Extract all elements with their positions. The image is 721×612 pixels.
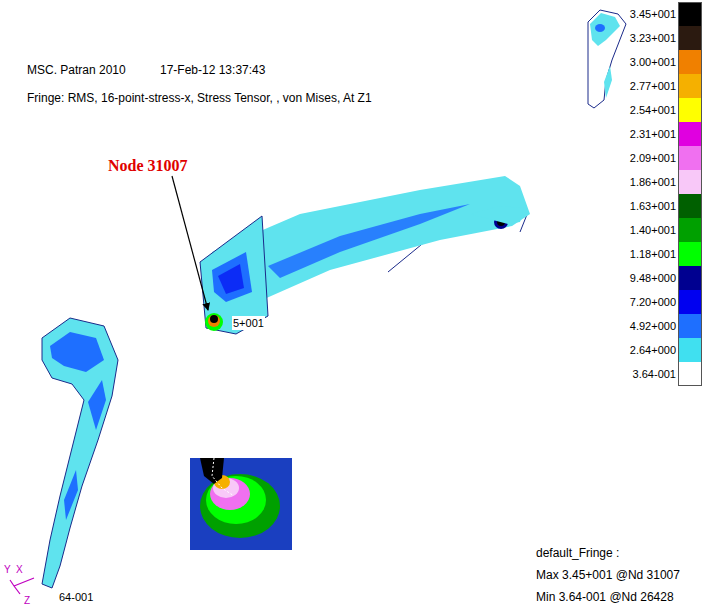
small-part-shape [595, 24, 605, 32]
legend-swatch [678, 314, 702, 338]
legend-swatch [678, 218, 702, 242]
legend-swatch [678, 2, 702, 26]
zoom-inset-shape [212, 458, 234, 496]
lower-part-shape [50, 332, 104, 372]
lower-part-shape [64, 470, 78, 520]
legend-row: 2.09+001 [628, 146, 702, 170]
small-part-shape [588, 10, 626, 108]
value-tag: 64-001 [58, 590, 94, 604]
legend-swatch [678, 122, 702, 146]
axis-triad-shape [14, 586, 20, 594]
zoom-inset-shape [200, 458, 224, 484]
legend-value: 3.23+001 [628, 32, 678, 44]
left-bracket-shape [218, 264, 244, 294]
axis-triad-shape [10, 580, 14, 586]
legend-value: 1.18+001 [628, 248, 678, 260]
legend-value: 4.92+000 [628, 320, 678, 332]
legend-swatch [678, 50, 702, 74]
legend-swatch [678, 362, 702, 386]
legend-row: 3.00+001 [628, 50, 702, 74]
node-callout: Node 31007 [108, 156, 188, 175]
lower-part-shape [88, 380, 106, 430]
left-bracket-shape [212, 252, 252, 302]
legend-swatch [678, 26, 702, 50]
legend-row: 1.40+001 [628, 218, 702, 242]
timestamp: 17-Feb-12 13:37:43 [160, 63, 265, 78]
value-tag: 5+001 [232, 316, 265, 330]
legend-row: 2.64+000 [628, 338, 702, 362]
legend-swatch [678, 146, 702, 170]
lower-part-shape [42, 318, 118, 588]
legend-value: 3.64-001 [628, 368, 678, 380]
legend-swatch [678, 338, 702, 362]
zoom-inset [190, 458, 292, 550]
legend-value: 1.86+001 [628, 176, 678, 188]
zoom-inset-shape [190, 458, 292, 550]
legend-value: 2.64+000 [628, 344, 678, 356]
axis-triad [10, 578, 34, 594]
legend-value: 3.45+001 [628, 8, 678, 20]
left-bracket-shape [205, 313, 223, 331]
legend-value: 2.09+001 [628, 152, 678, 164]
color-bar: 3.45+001 3.23+001 3.00+001 2.77+001 2.54+001… [628, 2, 702, 386]
leader-arrow-shape [172, 176, 208, 310]
left-bracket-shape [200, 216, 268, 334]
legend-row: 2.31+001 [628, 122, 702, 146]
max-value: Max 3.45+001 @Nd 31007 [536, 568, 680, 583]
left-bracket [200, 216, 268, 334]
legend-row: 2.54+001 [628, 98, 702, 122]
fringe-name: default_Fringe : [536, 546, 619, 561]
legend-swatch [678, 266, 702, 290]
legend-row: 1.18+001 [628, 242, 702, 266]
leader-arrow [172, 176, 208, 310]
zoom-inset-shape [200, 474, 280, 538]
legend-row: 1.63+001 [628, 194, 702, 218]
legend-value: 2.31+001 [628, 128, 678, 140]
left-bracket-shape [208, 315, 220, 327]
legend-value: 2.54+001 [628, 104, 678, 116]
legend-row: 3.23+001 [628, 26, 702, 50]
software-version: MSC. Patran 2010 [27, 63, 126, 78]
long-arm-shape [470, 206, 524, 224]
small-part-shape [590, 13, 620, 46]
legend-value: 2.77+001 [628, 80, 678, 92]
legend-swatch [678, 74, 702, 98]
axis-label: X [16, 563, 23, 576]
legend-value: 3.00+001 [628, 56, 678, 68]
legend-swatch [678, 98, 702, 122]
fringe-description: Fringe: RMS, 16-point-stress-x, Stress T… [27, 91, 372, 106]
legend-swatch [678, 242, 702, 266]
legend-row: 9.48+000 [628, 266, 702, 290]
axis-triad-shape [14, 578, 34, 586]
legend-value: 7.20+000 [628, 296, 678, 308]
axis-label: Y [4, 563, 11, 576]
legend-value: 9.48+000 [628, 272, 678, 284]
axis-label: Z [24, 594, 30, 607]
legend-row: 7.20+000 [628, 290, 702, 314]
legend-value: 1.63+001 [628, 200, 678, 212]
legend-row: 1.86+001 [628, 170, 702, 194]
left-bracket-shape [210, 315, 218, 323]
legend-swatch [678, 290, 702, 314]
min-value: Min 3.64-001 @Nd 26428 [536, 590, 674, 605]
legend-swatch [678, 170, 702, 194]
legend-row: 4.92+000 [628, 314, 702, 338]
legend-row: 3.45+001 [628, 2, 702, 26]
long-arm-shape [268, 204, 470, 278]
lower-part [42, 318, 118, 588]
legend-row: 2.77+001 [628, 74, 702, 98]
legend-value: 1.40+001 [628, 224, 678, 236]
small-part [588, 10, 626, 108]
small-part-shape [604, 66, 612, 98]
legend-row: 3.64-001 [628, 362, 702, 386]
legend-swatch [678, 194, 702, 218]
